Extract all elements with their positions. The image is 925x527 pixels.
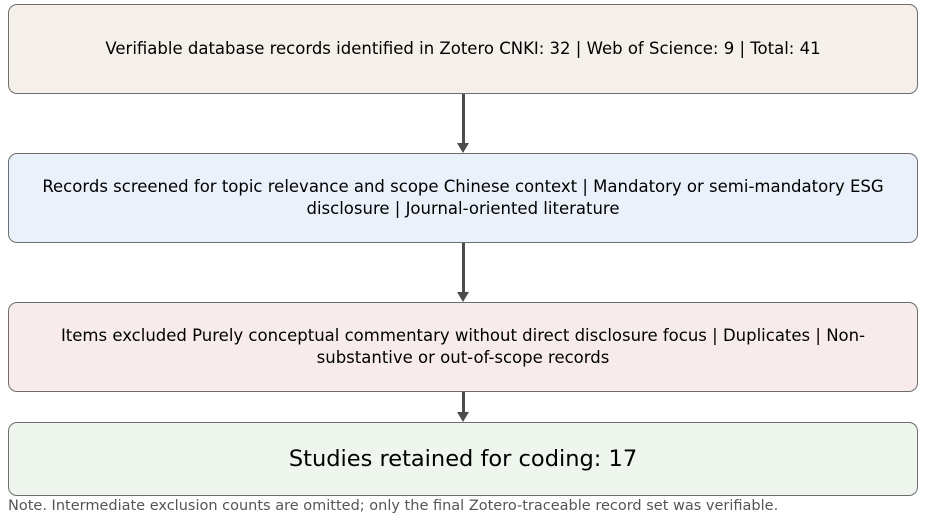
screened-records-box: Records screened for topic relevance and… [8, 153, 918, 243]
arrow-shaft [461, 392, 465, 413]
excluded-items-text: Items excluded Purely conceptual comment… [60, 326, 866, 367]
excluded-items-box: Items excluded Purely conceptual comment… [8, 302, 918, 392]
arrow-head [457, 292, 469, 302]
arrow-shaft [461, 94, 465, 144]
identified-records-box: Verifiable database records identified i… [8, 4, 918, 94]
arrow-head [457, 143, 469, 153]
arrow-head [457, 412, 469, 422]
retained-studies-text: Studies retained for coding: 17 [288, 446, 638, 472]
screened-records-text: Records screened for topic relevance and… [42, 177, 884, 218]
identified-records-text: Verifiable database records identified i… [105, 39, 821, 58]
figure-note: Note. Intermediate exclusion counts are … [8, 498, 779, 514]
retained-studies-box: Studies retained for coding: 17 [8, 422, 918, 496]
arrow-shaft [461, 243, 465, 293]
